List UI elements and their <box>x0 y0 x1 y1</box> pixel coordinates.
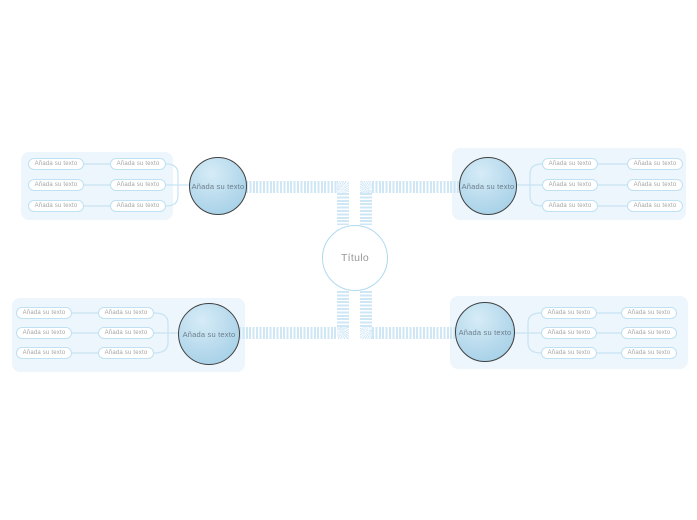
ribbon-bottom-left-vertical <box>337 291 349 327</box>
subtopic-pill[interactable]: Añada su texto <box>98 347 154 359</box>
subtopic-pill[interactable]: Añada su texto <box>110 179 166 191</box>
ribbon-top-left-corner <box>337 181 349 193</box>
subtopic-pill[interactable]: Añada su texto <box>28 179 84 191</box>
ribbon-top-right-corner <box>360 181 372 193</box>
subtopic-pill[interactable]: Añada su texto <box>16 307 72 319</box>
branch-node-bottom-left[interactable]: Añada su texto <box>178 303 240 365</box>
ribbon-bottom-right-corner <box>360 327 372 339</box>
subtopic-pill[interactable]: Añada su texto <box>110 200 166 212</box>
subtopic-pill[interactable]: Añada su texto <box>541 327 597 339</box>
subtopic-pill[interactable]: Añada su texto <box>541 347 597 359</box>
ribbon-top-left-vertical <box>337 193 349 225</box>
subtopic-pill[interactable]: Añada su texto <box>28 200 84 212</box>
branch-node-top-right[interactable]: Añada su texto <box>459 157 517 215</box>
subtopic-pill[interactable]: Añada su texto <box>16 327 72 339</box>
subtopic-pill[interactable]: Añada su texto <box>621 327 677 339</box>
subtopic-pill[interactable]: Añada su texto <box>627 200 683 212</box>
subtopic-pill[interactable]: Añada su texto <box>621 307 677 319</box>
subtopic-pill[interactable]: Añada su texto <box>542 200 598 212</box>
subtopic-pill[interactable]: Añada su texto <box>98 327 154 339</box>
subtopic-pill[interactable]: Añada su texto <box>110 158 166 170</box>
ribbon-bottom-right-horizontal <box>372 327 455 339</box>
ribbon-top-right-horizontal <box>372 181 459 193</box>
central-topic-node[interactable]: Título <box>322 225 388 291</box>
subtopic-pill[interactable]: Añada su texto <box>621 347 677 359</box>
subtopic-pill[interactable]: Añada su texto <box>28 158 84 170</box>
subtopic-pill[interactable]: Añada su texto <box>542 158 598 170</box>
ribbon-bottom-left-corner <box>337 327 349 339</box>
subtopic-pill[interactable]: Añada su texto <box>542 179 598 191</box>
subtopic-pill[interactable]: Añada su texto <box>16 347 72 359</box>
branch-node-bottom-right[interactable]: Añada su texto <box>455 302 515 362</box>
ribbon-top-right-vertical <box>360 193 372 225</box>
subtopic-pill[interactable]: Añada su texto <box>98 307 154 319</box>
subtopic-pill[interactable]: Añada su texto <box>541 307 597 319</box>
ribbon-bottom-left-horizontal <box>239 327 337 339</box>
subtopic-pill[interactable]: Añada su texto <box>627 158 683 170</box>
branch-node-top-left[interactable]: Añada su texto <box>189 157 247 215</box>
subtopic-pill[interactable]: Añada su texto <box>627 179 683 191</box>
ribbon-top-left-horizontal <box>246 181 337 193</box>
ribbon-bottom-right-vertical <box>360 291 372 327</box>
